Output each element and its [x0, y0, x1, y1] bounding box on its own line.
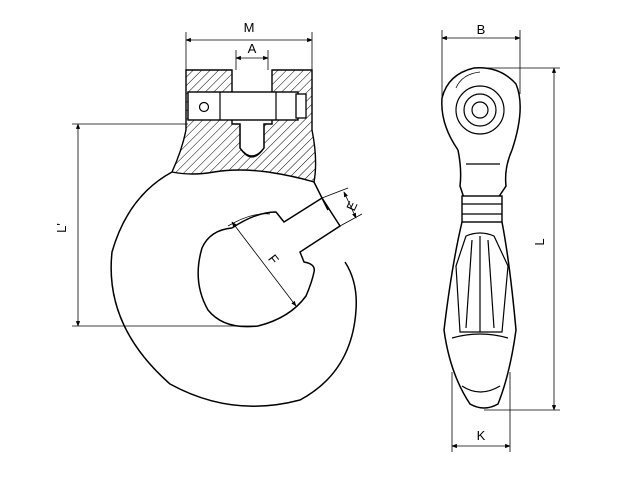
side-body-outline	[443, 221, 517, 409]
side-eye-hole	[471, 101, 489, 119]
clevis-section-hatch	[170, 69, 317, 183]
dim-label-e: E	[343, 199, 360, 213]
dim-label-b: B	[477, 22, 486, 37]
dim-label-k: K	[477, 428, 486, 443]
pin-hole	[198, 101, 210, 113]
dim-label-l: L	[532, 238, 547, 245]
side-view	[441, 30, 560, 452]
dim-label-m: M	[244, 20, 255, 35]
pin-head	[295, 93, 307, 119]
dim-label-a: A	[248, 41, 257, 56]
hook-outline	[110, 171, 358, 407]
hex-block	[461, 195, 503, 223]
side-eye-outline	[441, 67, 521, 151]
dim-label-l-prime: L'	[54, 223, 69, 233]
front-view-hook	[72, 32, 363, 407]
hook-throat	[197, 227, 315, 328]
dim-label-f: F	[265, 251, 282, 267]
